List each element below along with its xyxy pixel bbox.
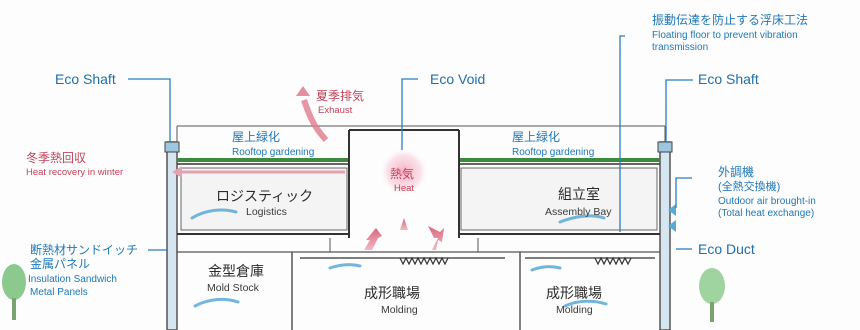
molding-right-jp: 成形職場: [546, 286, 602, 302]
assembly-en: Assembly Bay: [545, 206, 612, 218]
eco-shaft-left-label: Eco Shaft: [55, 71, 116, 87]
assembly-jp: 組立室: [558, 186, 600, 203]
tree-icon-left: [2, 264, 26, 320]
winter-recovery-jp: 冬季熱回収: [26, 150, 86, 165]
summer-exhaust-jp: 夏季排気: [316, 88, 364, 103]
rooftop-right-jp: 屋上緑化: [512, 129, 560, 144]
heat-rising-arrows: [364, 218, 444, 250]
winter-recovery-en: Heat recovery in winter: [26, 167, 123, 178]
logistics-en: Logistics: [246, 206, 287, 218]
insulation-jp-1: 断熱材サンドイッチ: [30, 242, 138, 257]
rooftop-left-jp: 屋上緑化: [232, 129, 280, 144]
floating-floor-en-1: Floating floor to prevent vibration: [652, 30, 798, 41]
building-structure: [164, 125, 673, 330]
mold-stock-jp: 金型倉庫: [208, 263, 264, 280]
summer-exhaust-en: Exhaust: [318, 105, 353, 116]
duct-flow-arrows: [668, 204, 676, 232]
heat-en: Heat: [394, 183, 414, 194]
heat-glow-icon: [380, 148, 428, 196]
mold-stock-en: Mold Stock: [207, 282, 260, 294]
eco-shaft-right-label: Eco Shaft: [698, 71, 759, 87]
logistics-jp: ロジスティック: [216, 189, 313, 205]
rooftop-right-en: Rooftop gardening: [512, 147, 594, 158]
heat-jp: 熱気: [390, 166, 414, 181]
floating-floor-en-2: transmission: [652, 42, 708, 53]
heat-recovery-arrow-head: [172, 166, 182, 178]
insulation-en-2: Metal Panels: [30, 287, 88, 298]
insulation-jp-2: 金属パネル: [30, 256, 90, 271]
floating-floor-springs: [399, 256, 632, 266]
tree-icon-right: [699, 268, 725, 322]
outdoor-air-en-2: (Total heat exchange): [718, 208, 814, 219]
floating-floor-jp: 振動伝達を防止する浮床工法: [652, 12, 808, 27]
outdoor-air-jp-1: 外調機: [718, 164, 754, 179]
airflow-swooshes: [190, 208, 608, 308]
eco-duct-label: Eco Duct: [698, 241, 755, 257]
leader-lines: [128, 35, 693, 251]
molding-left-en: Molding: [381, 304, 418, 316]
molding-right-en: Molding: [556, 304, 593, 316]
molding-left-jp: 成形職場: [364, 286, 420, 302]
outdoor-air-en-1: Outdoor air brought-in: [718, 196, 816, 207]
insulation-en-1: Insulation Sandwich: [28, 274, 117, 285]
exhaust-arrow-head: [296, 86, 310, 96]
outdoor-air-jp-2: (全熱交換機): [718, 179, 780, 193]
eco-void-label: Eco Void: [430, 71, 485, 87]
exhaust-arrow: [301, 99, 329, 143]
rooftop-left-en: Rooftop gardening: [232, 147, 314, 158]
